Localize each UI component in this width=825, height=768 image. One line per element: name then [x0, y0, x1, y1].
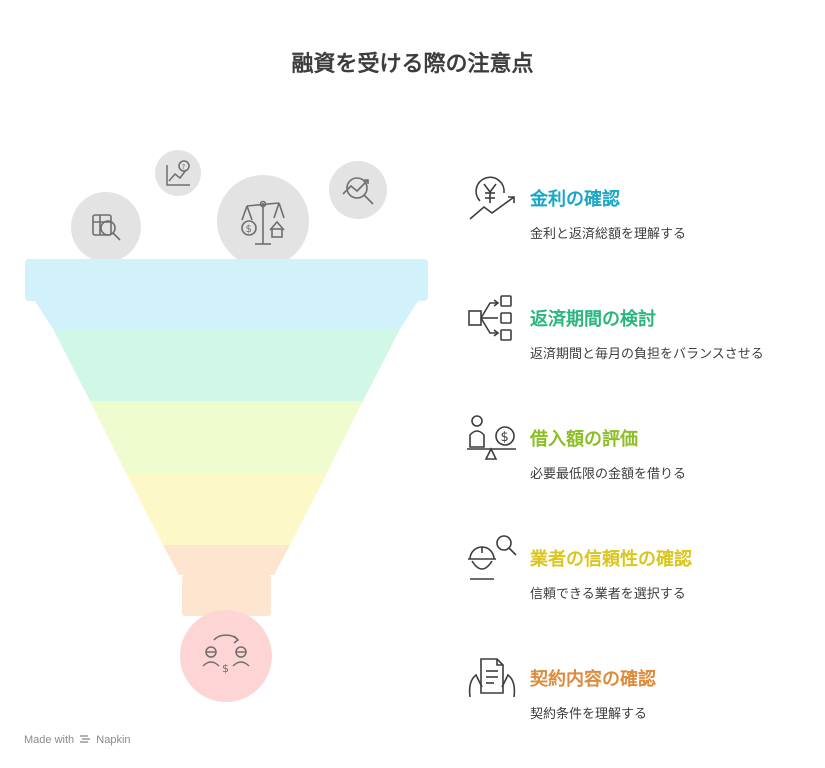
made-with-label: Made with [24, 734, 75, 746]
funnel-tier-3 [90, 401, 363, 473]
bubble-trend [329, 161, 387, 219]
step-description: 信頼できる業者を選択する [530, 587, 686, 602]
trend-magnifier-icon [342, 177, 374, 205]
step-title: 金利の確認 [530, 189, 620, 210]
step-description: 必要最低限の金額を借りる [530, 467, 687, 482]
funnel-spout [182, 575, 271, 616]
bubble-scale: $ [217, 175, 309, 267]
page-title: 融資を受ける際の注意点 [291, 52, 534, 77]
funnel-tier-4 [126, 473, 327, 545]
yen-growth-icon [469, 176, 515, 220]
bubble-buildings [71, 192, 141, 262]
step-description: 金利と返済総額を理解する [530, 227, 687, 242]
people-money-cycle-icon: $ [202, 634, 250, 675]
svg-text:$: $ [246, 224, 252, 235]
scale-house-money-icon: $ [241, 200, 285, 245]
funnel-tier-5 [163, 545, 290, 575]
buildings-search-icon [92, 214, 121, 241]
napkin-logo-icon [80, 735, 91, 743]
contract-hands-icon [468, 658, 516, 698]
funnel-base: $ [180, 610, 272, 702]
bubble-chart: ? [155, 150, 201, 196]
step-title: 契約内容の確認 [530, 669, 656, 690]
step-title: 返済期間の検討 [530, 309, 656, 330]
chart-question-icon: ? [166, 160, 190, 186]
worker-search-icon [468, 535, 517, 580]
step-title: 借入額の評価 [530, 429, 638, 450]
step-description: 返済期間と毎月の負担をバランスさせる [530, 347, 764, 362]
step-title: 業者の信頼性の確認 [530, 549, 692, 570]
person-money-balance-icon: $ [467, 415, 516, 460]
brand-name: Napkin [96, 734, 131, 746]
split-options-icon [468, 295, 512, 341]
funnel-tier-1 [25, 259, 428, 301]
funnel-tier-2 [53, 329, 400, 401]
funnel-diagram: ? $ [25, 150, 428, 702]
footer-credit[interactable]: Made with Napkin [24, 733, 131, 746]
funnel-tier-1-lower [35, 301, 418, 329]
svg-text:$: $ [501, 430, 509, 445]
svg-text:?: ? [182, 163, 186, 171]
step-description: 契約条件を理解する [530, 707, 648, 722]
svg-text:$: $ [222, 662, 229, 675]
